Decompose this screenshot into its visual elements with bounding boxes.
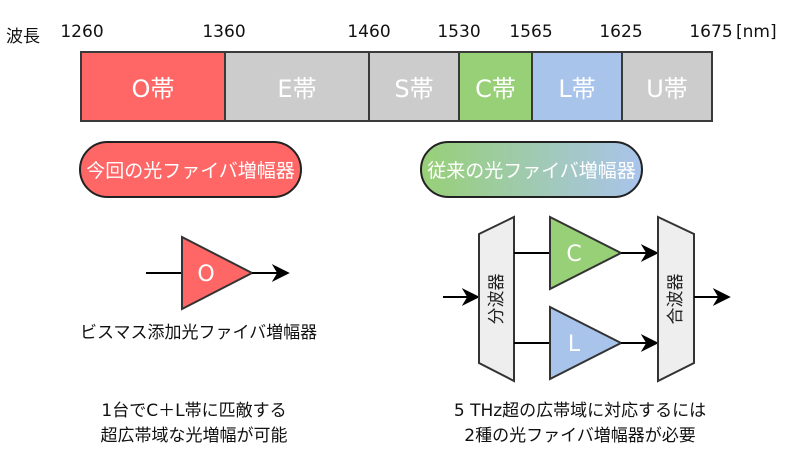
band-label: L帯 <box>558 75 596 103</box>
right-summary-line1: 5 THz超の広帯域に対応するには <box>453 401 707 421</box>
l-amplifier-triangle <box>549 305 624 381</box>
multiplexer <box>657 215 695 383</box>
band-label: E帯 <box>277 75 317 103</box>
left-diagram-caption: ビスマス添加光ファイバ増幅器 <box>80 323 318 343</box>
amplifier-diagrams: O 分波器 C L 合波器 <box>146 215 731 383</box>
tick-label: 1565 <box>509 22 553 42</box>
current-amplifier-pill: 今回の光ファイバ増幅器 <box>79 141 302 198</box>
band-u: U帯 <box>621 51 713 122</box>
band-label: U帯 <box>646 75 688 103</box>
c-amplifier-label: C <box>566 242 581 267</box>
band-s: S帯 <box>368 51 460 122</box>
tick-label: 1625 <box>599 22 643 42</box>
conventional-amplifier-pill: 従来の光ファイバ増幅器 <box>420 141 643 198</box>
left-summary-line1: 1台でC＋L帯に匹敵する <box>101 401 287 421</box>
multiplexer-label: 合波器 <box>666 274 686 325</box>
l-amplifier-label: L <box>568 332 581 357</box>
band-c: C帯 <box>458 51 533 122</box>
band-e: E帯 <box>224 51 370 122</box>
left-summary-line2: 超広帯域な光増幅が可能 <box>100 426 288 446</box>
band-label: C帯 <box>475 75 516 103</box>
band-l: L帯 <box>531 51 623 122</box>
tick-label: 1530 <box>437 22 481 42</box>
c-amplifier-triangle <box>549 215 624 291</box>
tick-label: 1675 <box>689 22 733 42</box>
axis-label: 波長 <box>6 27 40 47</box>
tick-label: 1260 <box>60 22 104 42</box>
right-summary-line2: 2種の光ファイバ増幅器が必要 <box>464 426 696 446</box>
demultiplexer <box>478 215 515 383</box>
demultiplexer-label: 分波器 <box>487 274 507 325</box>
o-amplifier-triangle <box>181 235 255 311</box>
band-o: O帯 <box>80 51 226 122</box>
axis-unit: [nm] <box>736 22 777 42</box>
tick-label: 1460 <box>347 22 391 42</box>
tick-label: 1360 <box>202 22 246 42</box>
band-label: S帯 <box>394 75 434 103</box>
o-amplifier-label: O <box>197 262 214 287</box>
band-label: O帯 <box>131 75 175 103</box>
